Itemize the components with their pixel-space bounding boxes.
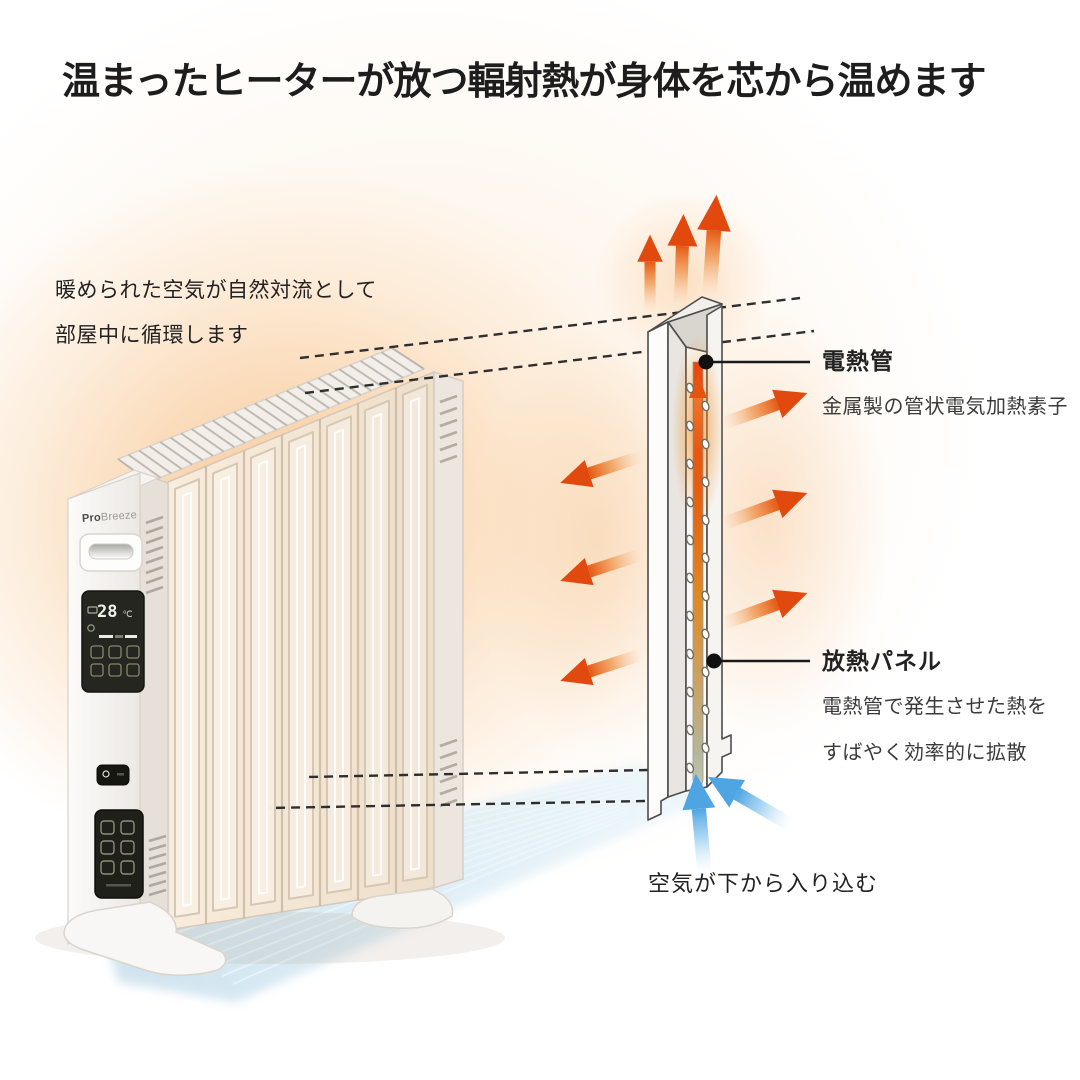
power-icon <box>87 624 95 632</box>
callout-dashed-line <box>269 799 646 810</box>
projection-lines <box>269 296 815 810</box>
end-cap-vents-icon <box>439 394 458 808</box>
mode-bar-segment <box>125 635 137 638</box>
callout-leaders <box>698 354 810 669</box>
heater-fins <box>167 370 435 931</box>
heat-arrow-icon <box>717 578 813 638</box>
radiator-panel-description-line2: すばやく効率的に拡散 <box>822 742 1027 764</box>
channel-front-wall <box>647 321 669 821</box>
callout-dashed-line <box>299 296 801 360</box>
heat-arrow-icon <box>637 234 663 312</box>
convection-note: 暖められた空気が自然対流として 部屋中に循環します <box>55 268 377 358</box>
heat-arrow-icon <box>555 442 646 497</box>
heater-lower-control-pad[interactable] <box>94 809 144 899</box>
heater-foot-front <box>63 901 227 976</box>
eco-icon <box>87 606 98 614</box>
callout-dot <box>706 653 722 669</box>
heater-end-cap <box>433 370 464 890</box>
panel-cross-section <box>647 296 732 821</box>
air-intake-label: 空気が下から入り込む <box>648 871 879 896</box>
callout-dashed-line <box>304 329 815 395</box>
heater-control-panel <box>81 590 145 693</box>
heater-power-switch[interactable] <box>96 764 130 786</box>
heat-arrow-icon <box>665 213 699 305</box>
temperature-display: 28 ℃ <box>97 602 133 622</box>
heat-rise-arrow-icon <box>689 374 707 448</box>
heat-arrow-icon <box>692 193 734 297</box>
switch-mark <box>117 773 124 776</box>
heater-foot-back <box>351 888 454 929</box>
heating-tube-label: 電熱管 <box>822 348 894 374</box>
heating-tube-description: 金属製の管状電気加熱素子 <box>822 396 1068 418</box>
heat-arrow-icon <box>555 640 646 695</box>
pad-logo <box>106 884 131 887</box>
callout-dot <box>698 354 714 370</box>
temperature-value: 28 <box>97 602 118 622</box>
radiator-holes <box>685 382 710 774</box>
heater-front-column <box>66 469 169 945</box>
heater-illustration <box>35 347 505 976</box>
brand-logo-breeze: Breeze <box>100 509 138 524</box>
temperature-unit: ℃ <box>122 610 133 620</box>
heat-arrow-icon <box>717 378 813 438</box>
cool-intake-arrows <box>679 763 798 874</box>
convection-note-line1: 暖められた空気が自然対流として <box>55 279 377 302</box>
radiator-panel-label: 放熱パネル <box>822 648 942 674</box>
callout-dashed-line <box>307 768 649 779</box>
mode-bar-segment <box>99 635 113 638</box>
convection-note-line2: 部屋中に循環します <box>55 324 249 347</box>
side-vents-icon <box>145 515 167 897</box>
radiator-panel-description-line1: 電熱管で発生させた熱を <box>822 696 1048 718</box>
heat-arrow-icon <box>555 540 646 595</box>
touch-buttons[interactable] <box>90 645 140 677</box>
heat-arrow-icon <box>717 478 813 538</box>
mode-bar-segment <box>115 635 123 638</box>
power-icon <box>102 770 110 778</box>
brand-logo-pro: Pro <box>81 511 102 525</box>
page-title: 温まったヒーターが放つ輻射熱が身体を芯から温めます <box>62 61 986 103</box>
heater-handle <box>79 533 143 572</box>
